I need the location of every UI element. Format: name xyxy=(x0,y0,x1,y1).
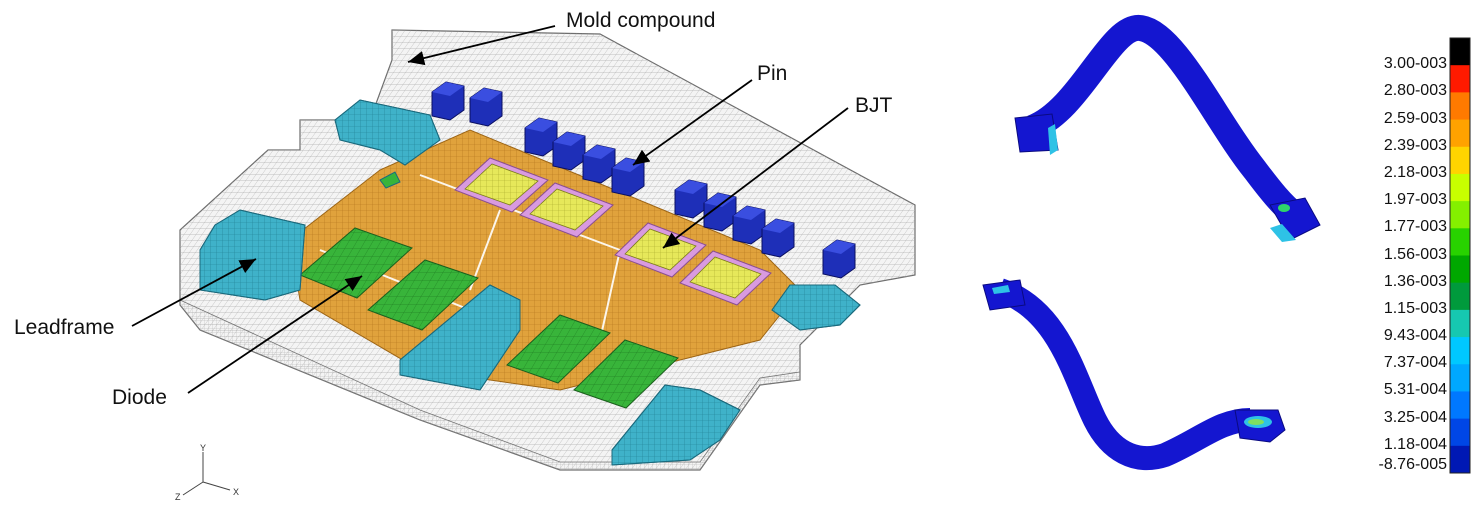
pin-top xyxy=(525,118,557,132)
legend-swatch xyxy=(1450,201,1470,229)
legend-value: 2.18-003 xyxy=(1383,163,1447,181)
diode-arrow xyxy=(187,275,363,394)
pin-top xyxy=(553,132,585,146)
legend-swatch xyxy=(1450,228,1470,256)
legend-value: 1.97-003 xyxy=(1383,191,1447,209)
legend-value: 1.56-003 xyxy=(1383,245,1447,263)
axis-y-label: Y xyxy=(200,443,206,453)
legend-frame xyxy=(1449,37,1471,474)
leadframe-parts xyxy=(199,99,861,466)
legend-value: 1.77-003 xyxy=(1383,218,1447,236)
legend-swatch xyxy=(1450,364,1470,392)
legend-swatch xyxy=(1450,337,1470,365)
legend-swatch xyxy=(1450,418,1470,447)
axis-triad xyxy=(182,452,231,496)
axis-x-label: X xyxy=(233,487,239,497)
pin-top xyxy=(704,193,736,207)
legend-swatch xyxy=(1450,309,1470,338)
legend-value: 3.25-004 xyxy=(1383,408,1447,426)
legend-value: 2.59-003 xyxy=(1383,109,1447,127)
pin-top xyxy=(432,82,464,96)
mold-compound-arrow xyxy=(407,25,556,66)
legend-swatch xyxy=(1450,445,1470,474)
legend-value: 1.15-003 xyxy=(1383,299,1447,317)
legend-value: 2.39-003 xyxy=(1383,136,1447,154)
pin-arrow xyxy=(632,79,753,166)
pin-row xyxy=(431,81,856,279)
bond-wire-lower xyxy=(982,278,1286,471)
diode-label: Diode xyxy=(112,386,167,409)
legend-value: 7.37-004 xyxy=(1383,354,1447,372)
pin-top xyxy=(762,219,794,233)
legend-color-bar xyxy=(1449,37,1471,474)
diode-chips xyxy=(299,227,679,409)
pin-top xyxy=(733,206,765,220)
bjt-chips xyxy=(454,157,772,306)
legend-value: 1.18-004 xyxy=(1383,435,1447,453)
callout-arrows xyxy=(131,25,849,394)
legend-swatch xyxy=(1450,65,1470,93)
legend-swatch xyxy=(1450,282,1470,311)
pin-top xyxy=(675,180,707,194)
leadframe-label: Leadframe xyxy=(14,316,115,339)
legend-value: 1.36-003 xyxy=(1383,272,1447,290)
pin-top xyxy=(470,88,502,102)
legend-swatch xyxy=(1450,38,1470,66)
legend-swatch xyxy=(1450,146,1470,175)
legend-value: 9.43-004 xyxy=(1383,327,1447,345)
legend-swatch xyxy=(1450,92,1470,121)
legend-swatch xyxy=(1450,119,1470,148)
pin-top xyxy=(823,240,855,254)
bjt-arrow xyxy=(662,107,849,249)
legend-swatch xyxy=(1450,255,1470,284)
bond-wire-upper xyxy=(1014,15,1321,242)
axis-z-label: Z xyxy=(175,492,181,502)
legend-value: 5.31-004 xyxy=(1383,381,1447,399)
bjt-label: BJT xyxy=(855,94,893,117)
legend-value: -8.76-005 xyxy=(1378,456,1448,473)
legend-swatch xyxy=(1450,391,1470,420)
leadframe-arrow xyxy=(131,258,257,327)
pin-top xyxy=(583,145,615,159)
pin-label: Pin xyxy=(757,62,788,85)
legend-swatch xyxy=(1450,173,1470,202)
legend-value: 2.80-003 xyxy=(1383,82,1447,100)
mold-compound-label: Mold compound xyxy=(566,9,716,32)
legend-value: 3.00-003 xyxy=(1383,55,1447,73)
